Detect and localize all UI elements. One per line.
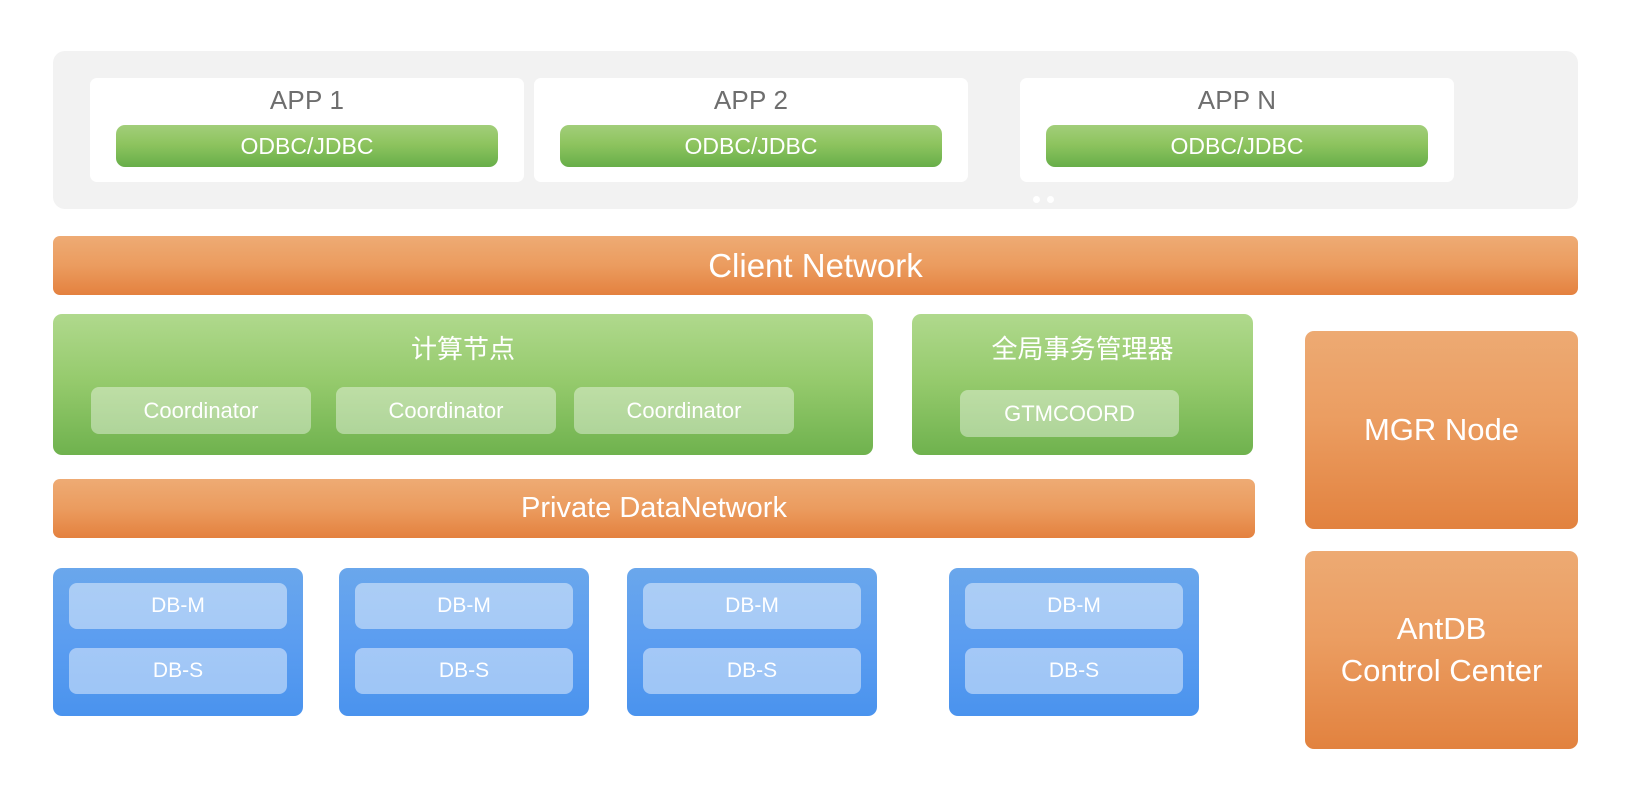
antdb-control-center-panel: AntDB Control Center <box>1305 551 1578 749</box>
db-master: DB-M <box>69 583 287 629</box>
db-slave: DB-S <box>965 648 1183 694</box>
db-group-1: DB-M DB-S <box>53 568 303 716</box>
app-title: APP 2 <box>713 85 789 115</box>
mgr-node-panel: MGR Node <box>1305 331 1578 529</box>
private-datanetwork-bar: Private DataNetwork <box>53 479 1255 538</box>
global-transaction-manager-block: 全局事务管理器 GTMCOORD <box>912 314 1253 455</box>
db-master: DB-M <box>643 583 861 629</box>
odbc-jdbc-connector[interactable]: ODBC/JDBC <box>116 125 498 167</box>
db-group-4: DB-M DB-S <box>949 568 1199 716</box>
db-master: DB-M <box>965 583 1183 629</box>
app-card-1: APP 1 ODBC/JDBC <box>90 78 524 182</box>
client-network-bar: Client Network <box>53 236 1578 295</box>
odbc-jdbc-connector[interactable]: ODBC/JDBC <box>1046 125 1428 167</box>
app-card-n: APP N ODBC/JDBC <box>1020 78 1454 182</box>
odbc-jdbc-connector[interactable]: ODBC/JDBC <box>560 125 942 167</box>
db-slave: DB-S <box>355 648 573 694</box>
app-title: APP 1 <box>269 85 345 115</box>
db-group-2: DB-M DB-S <box>339 568 589 716</box>
coordinator-3: Coordinator <box>574 387 794 434</box>
application-band: APP 1 ODBC/JDBC APP 2 ODBC/JDBC APP N OD… <box>53 51 1578 258</box>
db-slave: DB-S <box>69 648 287 694</box>
antdb-control-center-label: AntDB Control Center <box>1340 611 1543 688</box>
coordinator-2: Coordinator <box>336 387 556 434</box>
gtmcoord-component: GTMCOORD <box>960 390 1179 437</box>
coordinator-1: Coordinator <box>91 387 311 434</box>
compute-node-title: 计算节点 <box>410 334 515 364</box>
mgr-node-label: MGR Node <box>1363 412 1520 447</box>
ellipsis-dot <box>1033 196 1040 203</box>
gtm-title: 全局事务管理器 <box>991 334 1174 364</box>
ellipsis-icon <box>1033 196 1067 210</box>
db-master: DB-M <box>355 583 573 629</box>
db-group-3: DB-M DB-S <box>627 568 877 716</box>
compute-node-block: 计算节点 Coordinator Coordinator Coordinator <box>53 314 873 455</box>
app-title: APP N <box>1197 85 1277 115</box>
ellipsis-dot <box>1047 196 1054 203</box>
db-slave: DB-S <box>643 648 861 694</box>
app-card-2: APP 2 ODBC/JDBC <box>534 78 968 182</box>
